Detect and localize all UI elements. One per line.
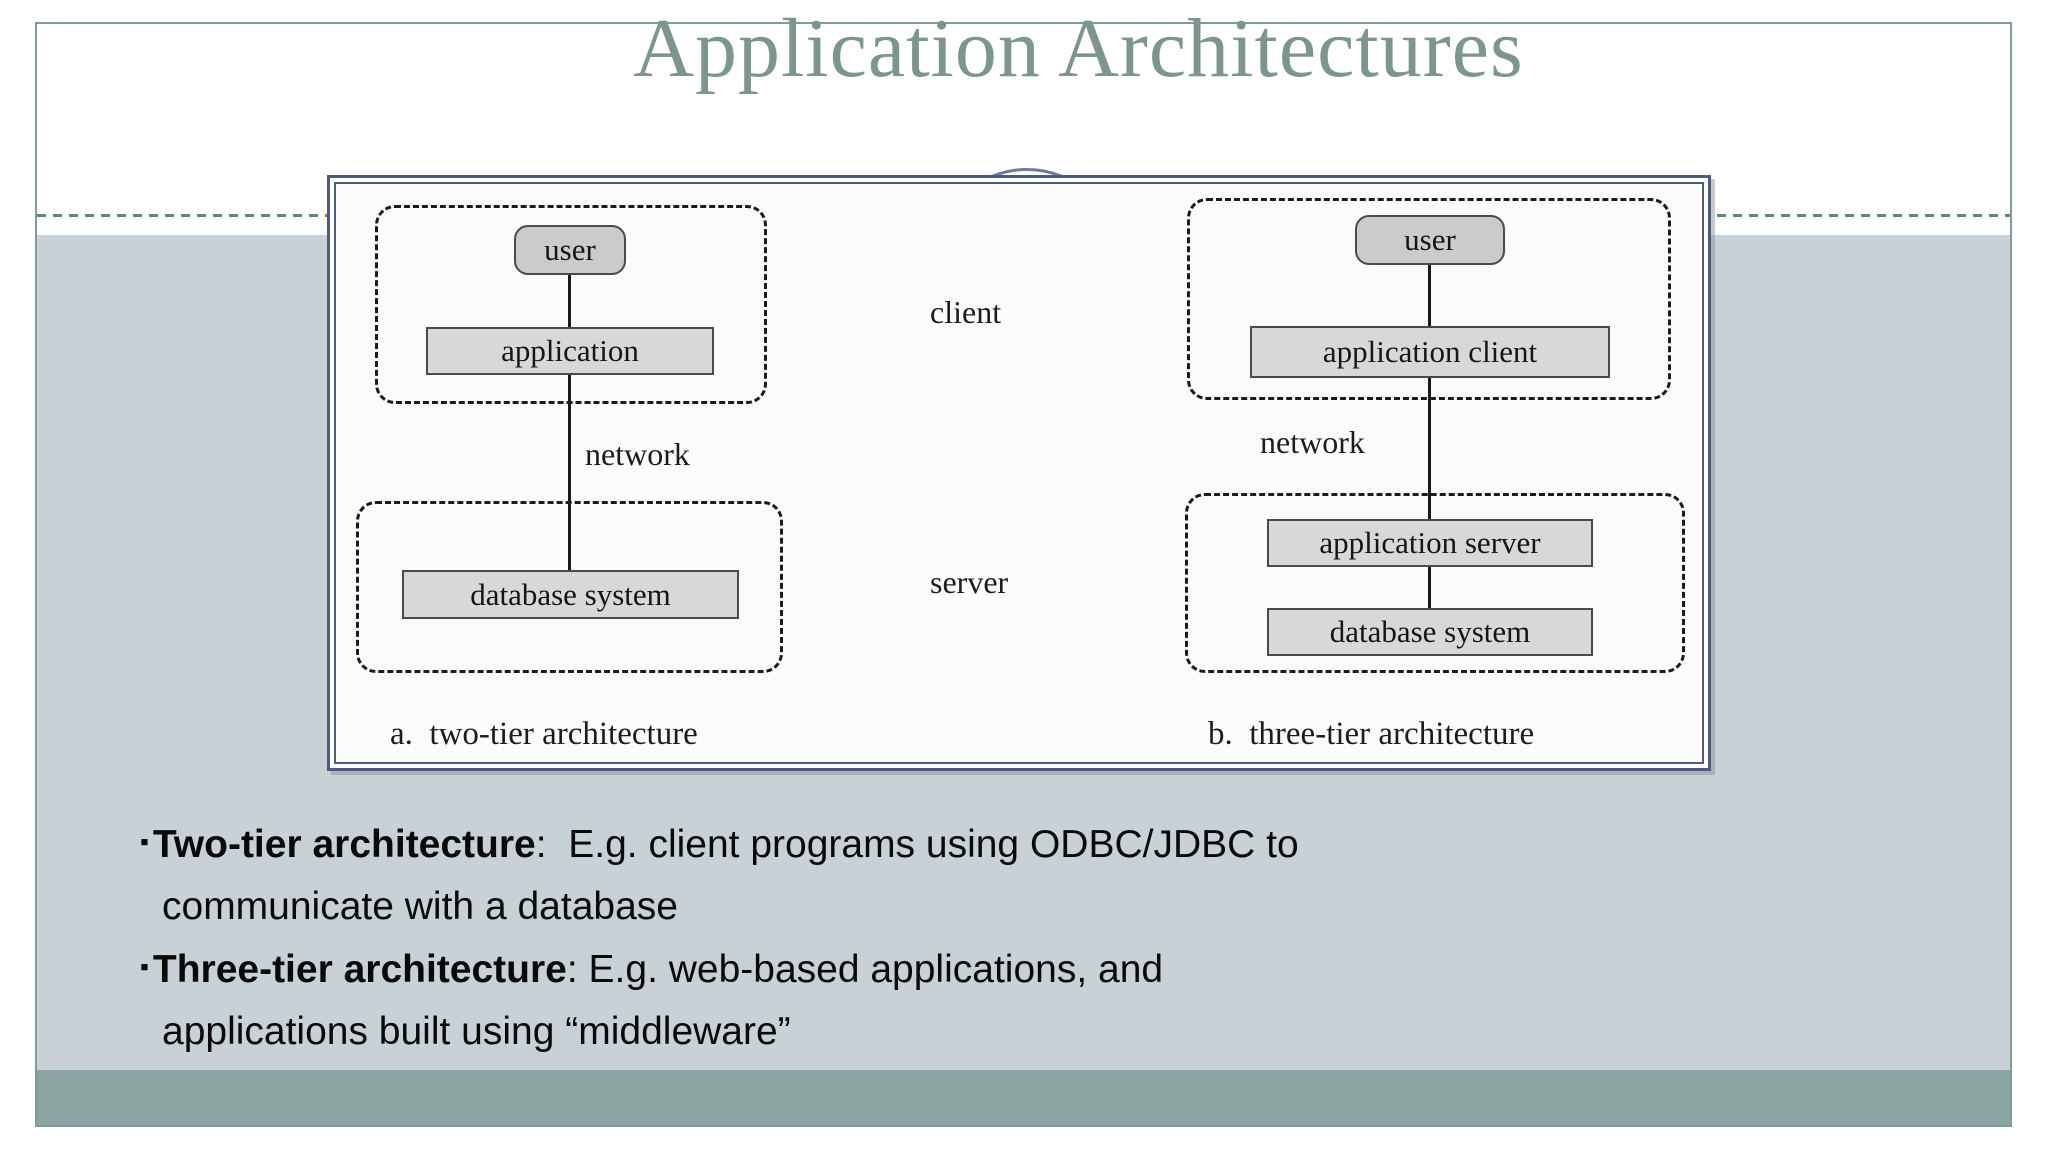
bullet-three-tier-term: Three-tier architecture — [152, 948, 567, 991]
bullet-list: ▪Two-tier architecture: E.g. client prog… — [140, 816, 1700, 1060]
bullet-square-icon: ▪ — [140, 828, 149, 856]
bullet-two-tier-term: Two-tier architecture — [152, 823, 536, 866]
footer-band — [37, 1070, 2010, 1125]
bullet-three-tier-line1: ▪Three-tier architecture: E.g. web-based… — [140, 941, 1700, 1003]
bullet-three-tier-line2: applications built using “middleware” — [162, 1010, 791, 1053]
three-tier-user-node: user — [1355, 215, 1505, 265]
bullet-square-icon: ▪ — [140, 953, 149, 981]
three-tier-server-group-box — [1185, 493, 1685, 673]
two-tier-server-group-box — [356, 501, 783, 673]
client-tier-label: client — [930, 294, 1002, 330]
two-tier-caption: a. two-tier architecture — [390, 716, 698, 752]
two-tier-application-node: application — [426, 327, 714, 375]
three-tier-appserver-db-connector — [1428, 567, 1431, 608]
three-tier-client-group-box — [1187, 198, 1671, 400]
three-tier-network-label: network — [1260, 424, 1365, 460]
two-tier-user-node: user — [514, 225, 626, 275]
bullet-two-tier-line2: communicate with a database — [162, 885, 678, 928]
bullet-three-tier: ▪Three-tier architecture: E.g. web-based… — [140, 941, 1700, 1060]
slide-title: Application Architectures — [633, 2, 1524, 95]
bullet-two-tier-rest: : E.g. client programs using ODBC/JDBC t… — [535, 823, 1299, 866]
two-tier-network-label: network — [585, 436, 690, 472]
two-tier-user-app-connector — [568, 275, 571, 327]
bullet-two-tier: ▪Two-tier architecture: E.g. client prog… — [140, 816, 1700, 935]
two-tier-client-group-box — [375, 205, 767, 404]
bullet-two-tier-line1: ▪Two-tier architecture: E.g. client prog… — [140, 816, 1700, 878]
two-tier-network-connector — [568, 375, 571, 570]
three-tier-network-connector — [1428, 378, 1431, 519]
three-tier-user-app-connector — [1428, 265, 1431, 326]
three-tier-caption: b. three-tier architecture — [1208, 716, 1535, 752]
three-tier-database-node: database system — [1267, 608, 1593, 656]
three-tier-application-server-node: application server — [1267, 519, 1593, 567]
architecture-figure: user application network database system… — [327, 175, 1711, 771]
server-tier-label: server — [930, 564, 1009, 600]
two-tier-database-node: database system — [402, 570, 739, 619]
three-tier-application-client-node: application client — [1250, 326, 1610, 378]
bullet-three-tier-rest: : E.g. web-based applications, and — [566, 948, 1164, 991]
